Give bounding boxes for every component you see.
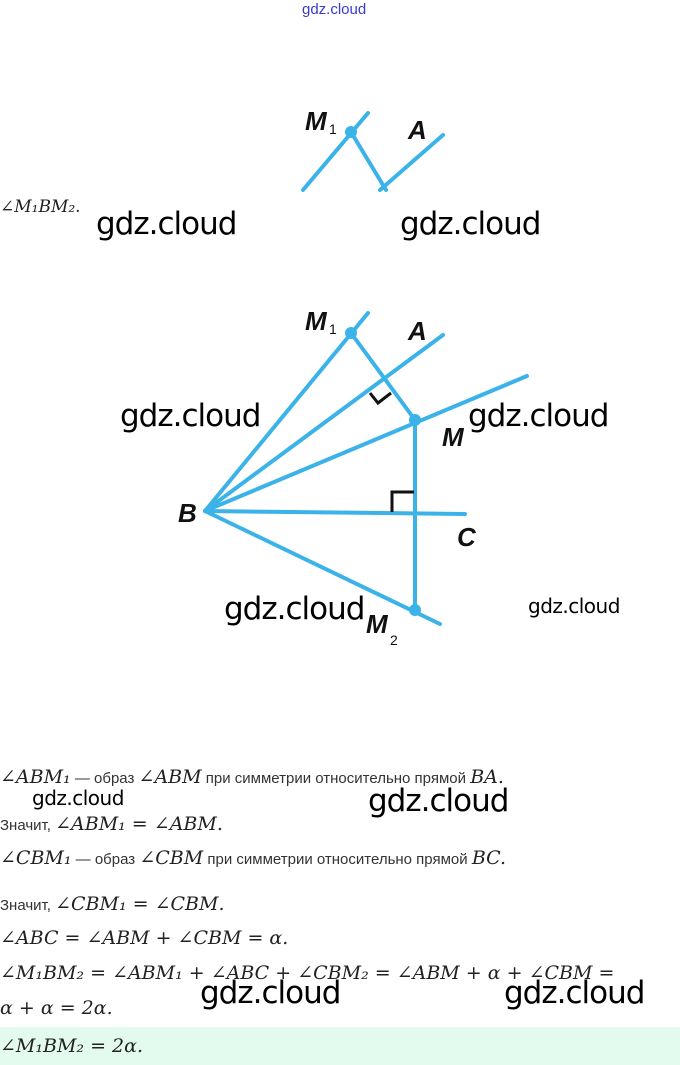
watermark: gdz.cloud	[400, 206, 541, 242]
watermark: gdz.cloud	[528, 594, 620, 618]
line-bm1	[301, 111, 370, 192]
label-m2-sub: 2	[390, 632, 398, 648]
point-m	[409, 414, 421, 426]
text-line-6: ∠M₁BM₂ = ∠ABM₁ + ∠ABC + ∠CBM₂ = ∠ABM + α…	[0, 962, 615, 984]
text-line-1: ∠ABM₁ — образ ∠ABM при симметрии относит…	[0, 766, 504, 788]
ray-bm	[203, 374, 529, 513]
segment-m1m	[349, 331, 417, 422]
answer-text: ∠M₁BM₂ = 2α.	[0, 1035, 143, 1057]
label-m: M	[442, 422, 465, 452]
point-m1	[345, 327, 357, 339]
label-a: A	[407, 316, 427, 346]
top-watermark: gdz.cloud	[302, 1, 367, 18]
text-line-4: Значит, ∠CBM₁ = ∠CBM.	[0, 893, 225, 915]
right-angle-mark-a	[368, 391, 392, 406]
point-m1-small	[345, 126, 357, 138]
watermark: gdz.cloud	[200, 975, 341, 1011]
watermark: gdz.cloud	[368, 783, 509, 819]
answer-box: ∠M₁BM₂ = 2α.	[0, 1027, 680, 1065]
main-figure	[203, 311, 529, 626]
text-line-5: ∠ABC = ∠ABM + ∠CBM = α.	[0, 927, 289, 949]
label-m1-sub-small: 1	[329, 121, 337, 137]
watermark: gdz.cloud	[96, 206, 237, 242]
watermark: gdz.cloud	[32, 786, 124, 810]
watermark: gdz.cloud	[224, 591, 365, 627]
line-m1m	[349, 130, 388, 192]
ray-ba	[203, 333, 445, 513]
ray-bm2	[203, 509, 442, 626]
label-b: B	[178, 498, 197, 528]
label-m1-small: M	[305, 106, 328, 136]
ray-bc	[203, 509, 467, 516]
watermark: gdz.cloud	[504, 975, 645, 1011]
point-m2	[409, 604, 421, 616]
text-line-3: ∠CBM₁ — образ ∠CBM при симметрии относит…	[0, 847, 507, 869]
ray-ba	[378, 133, 445, 192]
watermark: gdz.cloud	[120, 398, 261, 434]
label-m1-sub: 1	[329, 321, 337, 337]
right-angle-mark-c	[390, 490, 414, 512]
label-m1: M	[305, 306, 328, 336]
fragment-text: ∠M₁BM₂.	[0, 197, 81, 217]
text-line-2: Значит, ∠ABM₁ = ∠ABM.	[0, 813, 223, 835]
label-a-small: A	[407, 115, 427, 145]
text-line-7: α + α = 2α.	[0, 997, 113, 1019]
geometry-figures: M 1 A M 1 A M B C M 2	[178, 106, 529, 648]
ray-bm1	[203, 311, 370, 513]
label-m2: M	[366, 609, 389, 639]
label-c: C	[457, 522, 477, 552]
watermark: gdz.cloud	[468, 398, 609, 434]
small-figure	[301, 111, 445, 192]
